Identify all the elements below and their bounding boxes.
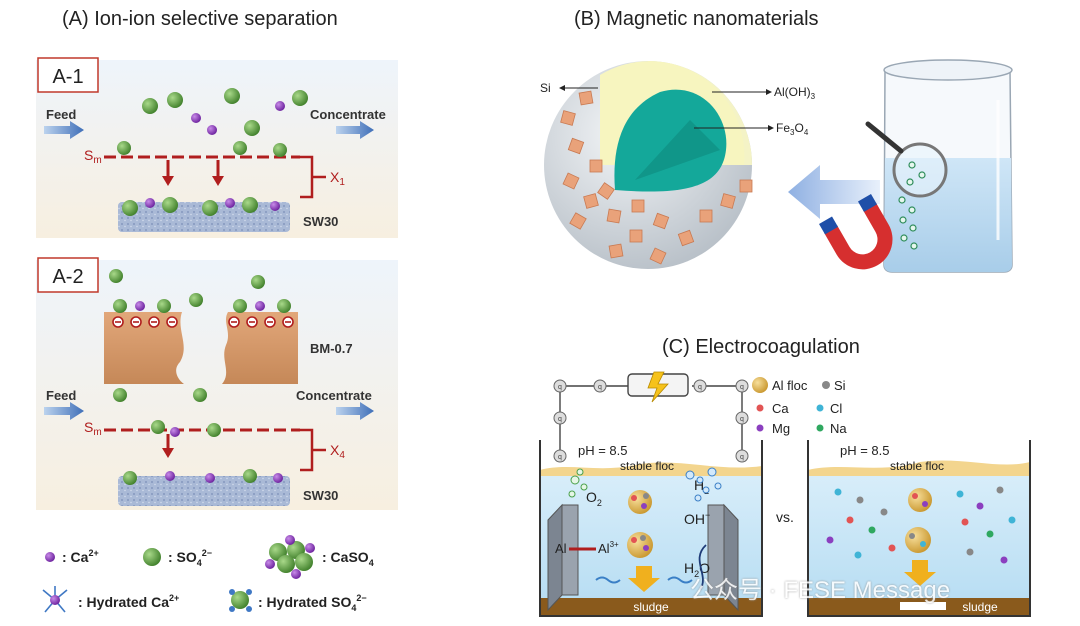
legend-caso4-text: : CaSO4	[322, 549, 374, 568]
a2-x-label: X4	[330, 442, 345, 461]
legend-hydrated-ca-text: : Hydrated Ca2+	[78, 593, 179, 610]
legend-so4-text: : SO42−	[168, 548, 212, 568]
right-flocs	[905, 488, 932, 553]
legend-cl-icon	[816, 404, 824, 412]
a2-sm-label: Sm	[84, 419, 102, 438]
al3-label: Al3+	[598, 540, 619, 556]
right-stable-floc-label: stable floc	[890, 459, 944, 473]
panel-b: Si Al(OH)3 Fe3O4	[540, 59, 1013, 273]
left-stable-floc-label: stable floc	[620, 459, 674, 473]
si-particles	[560, 90, 753, 265]
h2o-label: H2O	[684, 560, 710, 579]
svg-text:q: q	[740, 384, 744, 391]
tank-left-floc	[540, 462, 762, 476]
legend-caso4-icon	[265, 535, 315, 579]
right-ph-label: pH = 8.5	[840, 443, 890, 458]
oh-label: OH−	[684, 510, 710, 527]
a1-feed-label: Feed	[46, 107, 76, 122]
panel-b-title: (B) Magnetic nanomaterials	[574, 8, 819, 30]
left-sludge-label: sludge	[633, 600, 669, 614]
legend-so4-icon	[143, 548, 161, 566]
legend-na-icon	[816, 424, 824, 432]
legend-si-icon	[822, 381, 830, 389]
svg-text:q: q	[558, 454, 562, 461]
legend-na-text: Na	[830, 421, 847, 436]
panel-c-title: (C) Electrocoagulation	[662, 336, 860, 358]
panel-a2: A-2 BM-0.7 Feed Concentrate Sm X4 SW30	[36, 257, 398, 510]
a2-bm-label: BM-0.7	[310, 341, 353, 356]
svg-text:q: q	[558, 384, 562, 391]
tank-left-sludge	[540, 598, 762, 616]
tank-right-floc	[808, 460, 1030, 476]
fe3o4-core	[614, 89, 727, 192]
beaker-particles	[898, 161, 926, 250]
a1-membrane-label: SW30	[303, 214, 338, 229]
a1-feed-arrow	[44, 121, 84, 139]
b-separation-arrow	[788, 165, 880, 219]
a1-x-label: X1	[330, 169, 345, 188]
legend-ca-text: : Ca2+	[62, 548, 99, 565]
magnet-icon	[819, 194, 893, 270]
bm-rock-right	[222, 312, 298, 384]
legend-ca-c-text: Ca	[772, 401, 789, 416]
legend-hydrated-so4-icon	[229, 589, 252, 612]
bubbles	[568, 468, 588, 498]
o2-label: O2	[586, 489, 602, 508]
a1-ions	[117, 88, 308, 216]
a1-concentrate-label: Concentrate	[310, 107, 386, 122]
legend-al-floc-text: Al floc	[772, 378, 808, 393]
svg-text:q: q	[740, 416, 744, 423]
a2-ions	[109, 269, 294, 485]
anode-electrode	[547, 503, 563, 612]
legend-al-floc-icon	[752, 377, 768, 393]
left-ph-label: pH = 8.5	[578, 443, 628, 458]
svg-text:q: q	[740, 454, 744, 461]
legend-cl-text: Cl	[830, 401, 842, 416]
legend-mg-text: Mg	[772, 421, 790, 436]
legend-mg-icon	[756, 424, 764, 432]
a1-tag: A-1	[52, 66, 83, 88]
a2-feed-label: Feed	[46, 388, 76, 403]
svg-text:q: q	[558, 416, 562, 423]
b-aloh-label: Al(OH)3	[774, 85, 816, 101]
right-sludge-label: sludge	[962, 600, 998, 614]
svg-text:q: q	[698, 384, 702, 391]
left-settle-arrow	[628, 566, 660, 592]
legend-hydrated-ca-icon	[42, 586, 68, 613]
legend-ca-icon	[45, 552, 55, 562]
a1-concentrate-arrow	[336, 121, 374, 139]
vs-label: vs.	[776, 509, 794, 525]
a2-concentrate-label: Concentrate	[296, 388, 372, 403]
b-fe3o4-label: Fe3O4	[776, 121, 809, 137]
al-label: Al	[555, 541, 567, 556]
circuit-nodes	[553, 379, 749, 463]
panel-a-title: (A) Ion-ion selective separation	[62, 8, 338, 30]
legend-si-text: Si	[834, 378, 846, 393]
legend-ca-c-icon	[756, 404, 764, 412]
b-si-label: Si	[540, 81, 551, 95]
lightning-icon	[647, 371, 669, 403]
a2-tag: A-2	[52, 266, 83, 288]
left-flocs	[627, 490, 653, 558]
watermark: 公众号 · FESE Message	[690, 577, 951, 604]
panel-a-legend: : Ca2+ : SO42− : CaSO4 : Hydrated Ca2+ :…	[42, 535, 374, 613]
a1-sm-label: Sm	[84, 147, 102, 166]
a1-tag-box	[37, 57, 99, 93]
bm-rock-left	[104, 312, 184, 384]
svg-text:q: q	[598, 384, 602, 391]
legend-hydrated-so4-text: : Hydrated SO42−	[258, 593, 367, 613]
panel-c-legend: Al floc Si Ca Cl Mg Na	[752, 377, 847, 436]
right-ions	[826, 486, 1016, 564]
a2-membrane-label: SW30	[303, 488, 338, 503]
